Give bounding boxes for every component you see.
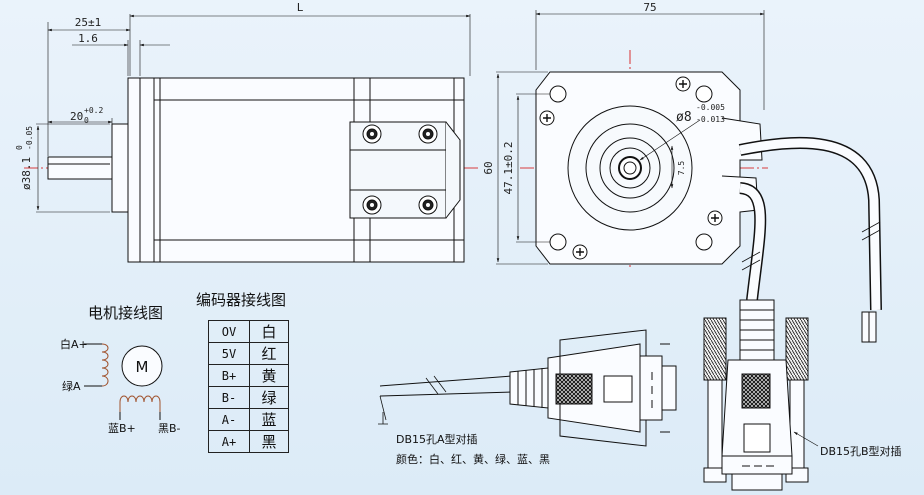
flange-thickness-label: 1.6 <box>78 32 98 45</box>
motor-wiring-title: 电机接线图 <box>88 304 163 322</box>
table-row: 5V 红 <box>208 342 289 365</box>
colors-note: 颜色：白、红、黄、绿、蓝、黑 <box>396 452 550 466</box>
encoder-wiring-title: 编码器接线图 <box>196 291 286 309</box>
shaft-flat-label: 20 <box>70 110 83 123</box>
signal-cell: B+ <box>208 364 250 387</box>
db15-b-connector <box>703 299 819 491</box>
screw-icon <box>362 124 438 215</box>
table-row: OV 白 <box>208 320 289 343</box>
signal-cell: 5V <box>208 342 250 365</box>
wire-label: 绿A <box>62 379 81 393</box>
table-row: A+ 黑 <box>208 430 289 453</box>
table-row: B- 绿 <box>208 386 289 409</box>
table-row: B+ 黄 <box>208 364 289 387</box>
signal-cell: A- <box>208 408 250 431</box>
hole-spacing-label: 47.1±0.2 <box>502 142 515 195</box>
color-cell: 黑 <box>249 430 289 453</box>
color-cell: 黄 <box>249 364 289 387</box>
pilot-tol-upper: 0 <box>15 145 24 150</box>
motor-label: M <box>136 358 149 376</box>
table-row: A- 蓝 <box>208 408 289 431</box>
shaft-tol-lower: -0.013 <box>696 115 725 124</box>
pilot-dia-label: ø38.1 <box>20 157 33 190</box>
shaft-tol-upper: -0.005 <box>696 103 725 112</box>
motor-wiring-diagram <box>84 343 163 420</box>
width-label: 75 <box>643 1 656 14</box>
color-cell: 红 <box>249 342 289 365</box>
side-view <box>24 14 478 263</box>
signal-cell: B- <box>208 386 250 409</box>
height-label: 60 <box>482 161 495 174</box>
wire-label: 蓝B+ <box>108 422 136 435</box>
color-cell: 绿 <box>249 386 289 409</box>
length-label: L <box>297 1 304 14</box>
wire-label: 黑B- <box>158 422 181 435</box>
shaft-flat-tol-lower: 0 <box>84 116 89 125</box>
wire-label: 白A+ <box>60 337 88 351</box>
mount-hole-icon <box>549 85 713 251</box>
shaft-flat-depth-label: 7.5 <box>677 161 686 176</box>
front-view <box>496 10 882 343</box>
shaft-flat-tol-upper: +0.2 <box>84 106 103 115</box>
flange-offset-label: 25±1 <box>75 16 102 29</box>
color-cell: 白 <box>249 320 289 343</box>
db15-a-label: DB15孔A型对插 <box>396 432 478 446</box>
db15-a-connector <box>378 329 677 447</box>
color-cell: 蓝 <box>249 408 289 431</box>
screw-icon <box>539 76 723 260</box>
signal-cell: OV <box>208 320 250 343</box>
db15-b-label: DB15孔B型对插 <box>820 444 902 458</box>
encoder-wiring-table: OV 白 5V 红 B+ 黄 B- 绿 A- 蓝 A+ 黑 <box>208 320 289 453</box>
signal-cell: A+ <box>208 430 250 453</box>
pilot-tol-lower: -0.05 <box>25 126 34 150</box>
shaft-dia-label: ø8 <box>676 110 692 125</box>
